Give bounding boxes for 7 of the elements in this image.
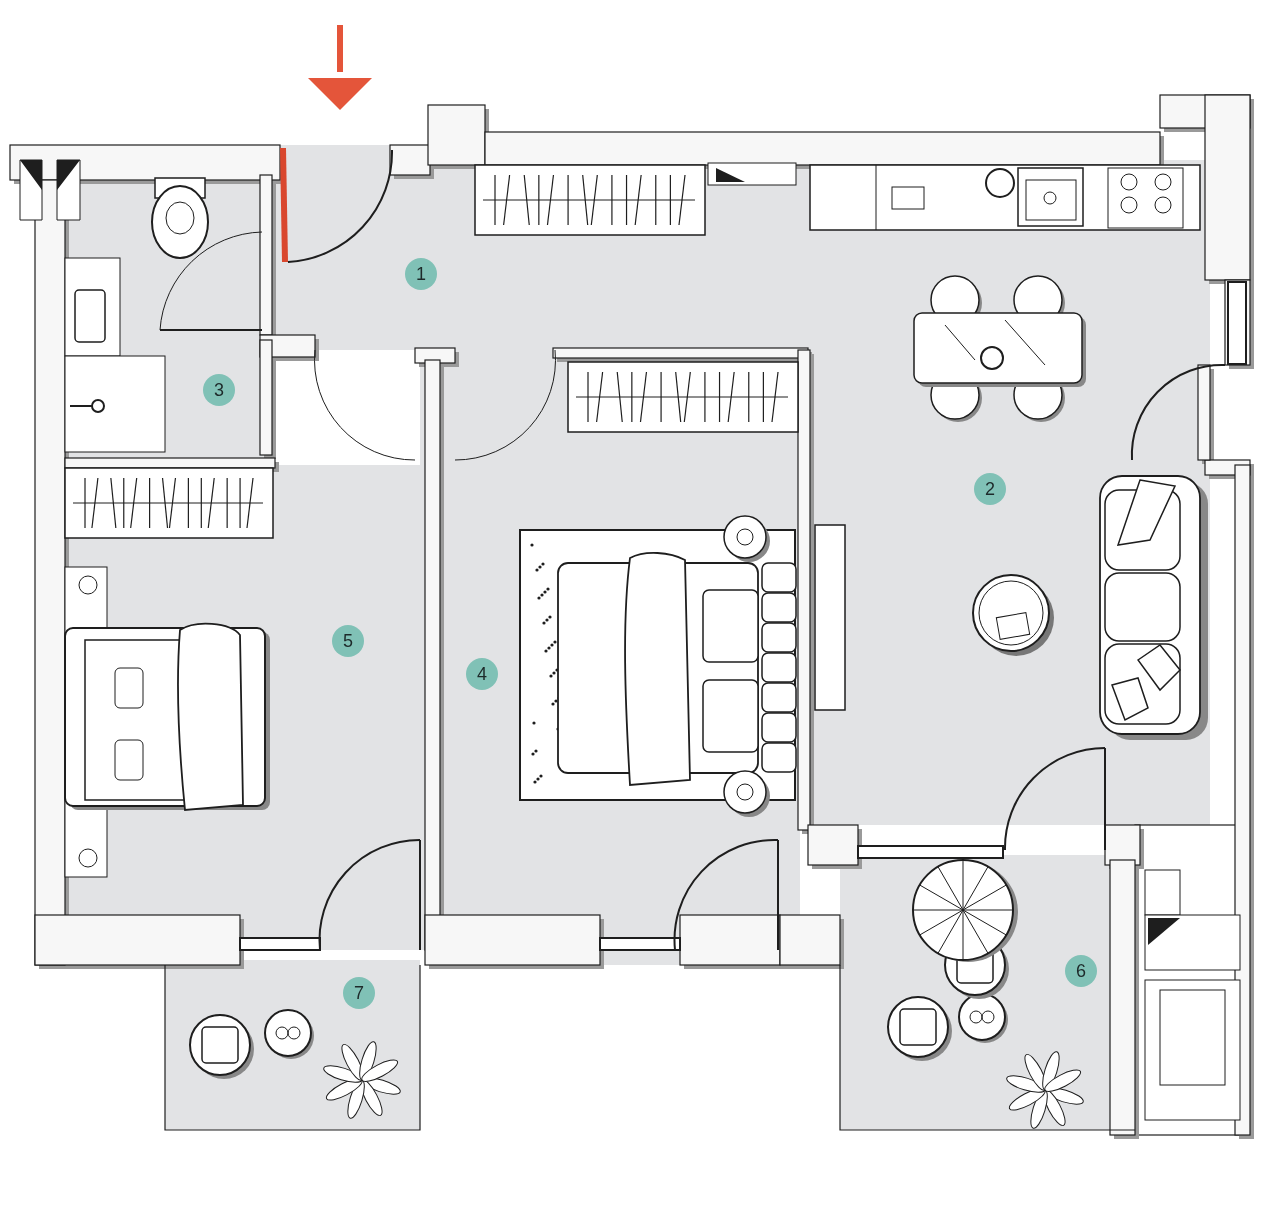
callout-number: 2: [985, 480, 995, 498]
callout-number: 3: [214, 381, 224, 399]
callout-number: 7: [354, 984, 364, 1002]
callout-number: 1: [416, 265, 426, 283]
callout-number: 5: [343, 632, 353, 650]
callout-number: 4: [477, 665, 487, 683]
callout-number: 6: [1076, 962, 1086, 980]
